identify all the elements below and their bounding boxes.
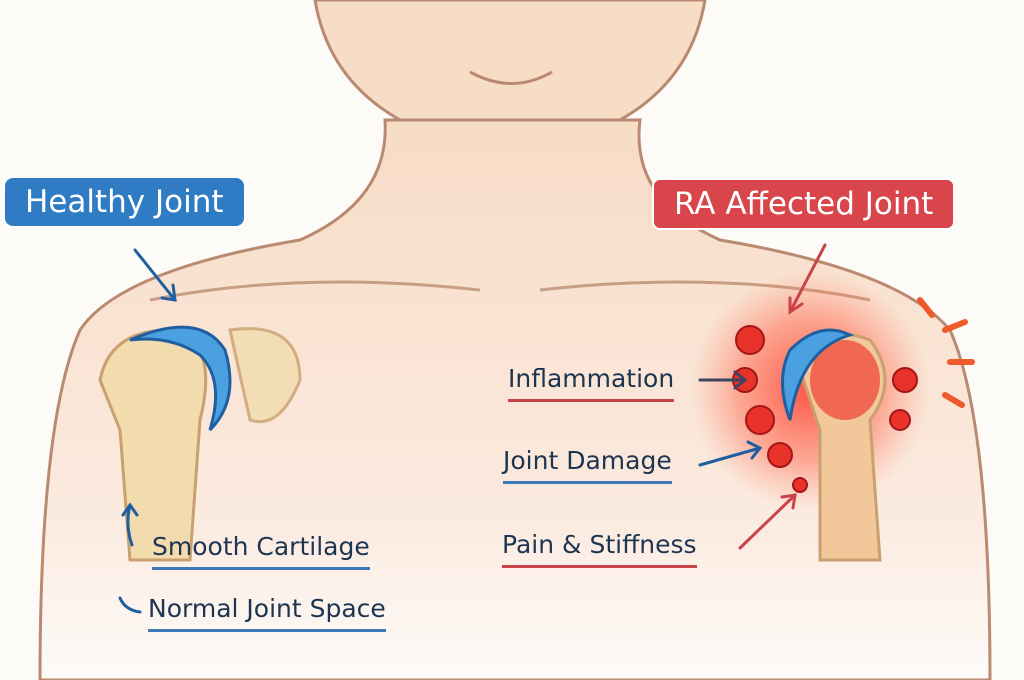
inflammation-label: Inflammation — [508, 364, 675, 402]
joint-damage-label: Joint Damage — [503, 446, 672, 484]
ra-joint-badge: RA Affected Joint — [652, 178, 956, 230]
cartilage-right — [781, 328, 855, 421]
normal-joint-space-label: Normal Joint Space — [148, 594, 386, 632]
scapula-left — [228, 327, 302, 423]
healthy-joint-badge: Healthy Joint — [5, 178, 244, 226]
pain-stiffness-label: Pain & Stiffness — [502, 530, 697, 568]
pain-rays-icon — [917, 297, 975, 408]
mouth — [469, 70, 553, 85]
arrow-cartilage — [121, 502, 139, 547]
arrow-damage — [698, 440, 763, 467]
arrow-space — [118, 596, 142, 614]
arrow-ra — [788, 243, 827, 315]
arrow-pain — [738, 493, 797, 550]
cartilage-left — [129, 325, 232, 432]
arrow-healthy — [133, 248, 177, 302]
smooth-cartilage-label: Smooth Cartilage — [152, 532, 370, 570]
arrow-inflammation — [698, 370, 748, 390]
